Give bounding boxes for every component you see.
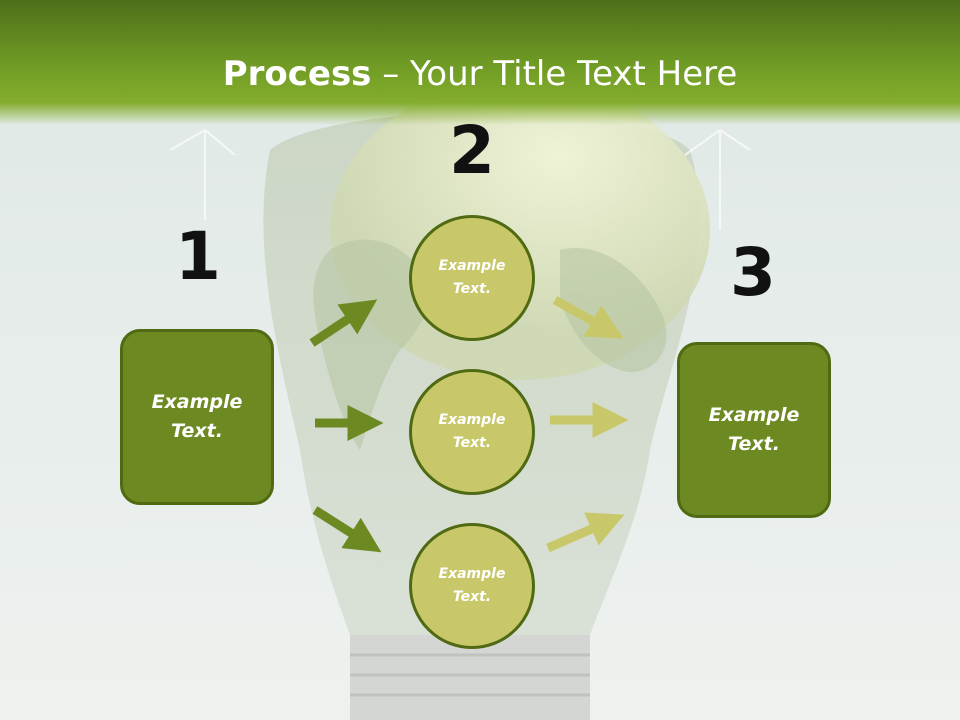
left-process-box: Example Text. [120,329,274,505]
circle-top: Example Text. [409,215,535,341]
title-bold: Process [222,54,372,94]
circle-bottom-label: Example Text. [438,566,506,605]
title-rest: – Your Title Text Here [371,54,738,94]
step-number-2: 2 [449,112,495,189]
circle-middle: Example Text. [409,369,535,495]
circle-middle-label: Example Text. [438,412,506,451]
arrow-1-to-top [309,299,378,347]
step-number-1: 1 [175,218,221,295]
arrow-top-to-3 [552,296,624,339]
left-box-label: Example Text. [151,391,243,442]
right-process-box: Example Text. [677,342,831,518]
circle-top-label: Example Text. [438,258,506,297]
title-bar [0,0,960,125]
circle-bottom: Example Text. [409,523,535,649]
slide-title: Process – Your Title Text Here [0,52,960,96]
arrow-1-to-bottom [312,506,382,553]
right-box-label: Example Text. [708,404,800,455]
step-number-3: 3 [730,234,776,311]
arrow-bottom-to-3 [546,512,625,553]
